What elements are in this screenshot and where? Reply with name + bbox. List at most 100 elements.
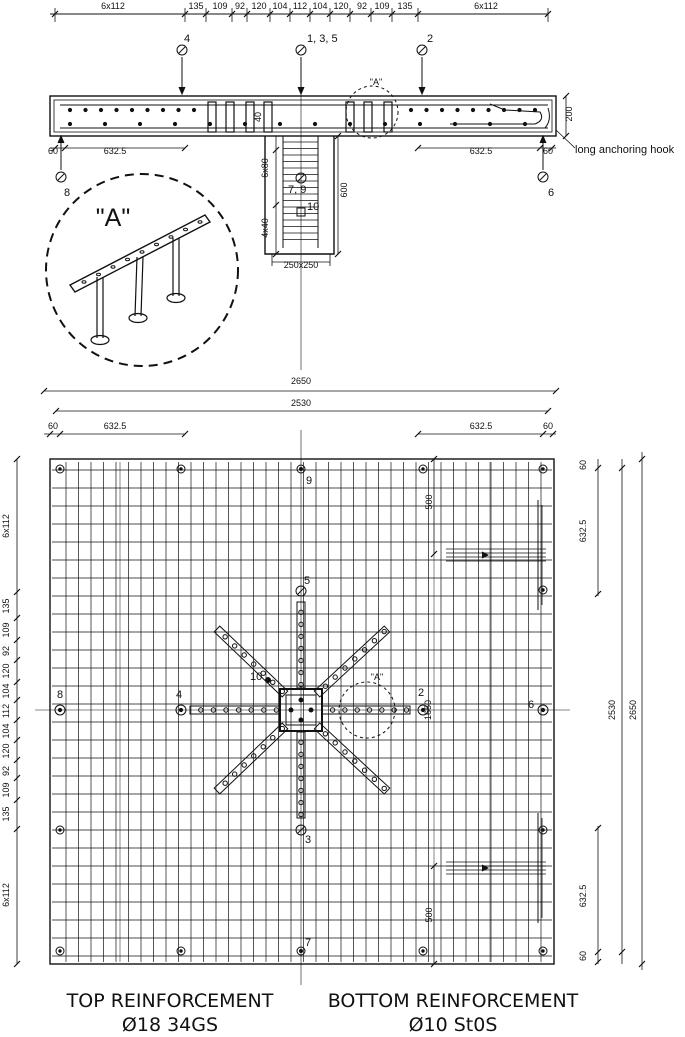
section-dim-label: 6x112 <box>474 1 498 11</box>
plan-marker-7: 7 <box>305 937 311 949</box>
plan-marker-2: 2 <box>418 687 424 699</box>
section-dim-label: 112 <box>293 1 307 11</box>
dimension-tick <box>13 696 21 704</box>
anchor-center <box>58 949 62 953</box>
plan-marker-4: 4 <box>176 689 182 701</box>
rail-stud <box>342 665 348 671</box>
stirrup <box>363 101 373 133</box>
headed-stud <box>96 277 104 338</box>
right-span-offset: 632.5 <box>470 146 493 156</box>
dimension-tick <box>562 92 570 100</box>
rail-stud <box>223 707 229 713</box>
bar-dot <box>129 107 135 113</box>
plan-right-edge-top: 60 <box>578 460 588 470</box>
rail-stud <box>298 645 304 652</box>
plan-left-dim: 120 <box>1 663 11 678</box>
bar-dot <box>207 121 213 127</box>
section-side-dimension-labels: 60 632.5 632.5 60 200 40 6x80 4x40 600 2… <box>48 106 574 270</box>
anchor-circle <box>537 704 549 716</box>
section-top-dimension-labels: 6x112 135 109 92 120 104 112 104 120 92 … <box>101 1 498 11</box>
anchor-center <box>179 949 183 953</box>
slab-thickness: 200 <box>564 106 574 121</box>
dimension-tick <box>272 146 280 154</box>
column-outline <box>264 136 335 255</box>
stud-rail <box>213 625 289 698</box>
hook-label: long anchoring hook <box>575 144 675 156</box>
rail-stud <box>273 707 280 713</box>
dimension-tick <box>334 132 342 140</box>
anchor-center <box>57 707 63 713</box>
dimension-tick <box>549 430 557 438</box>
bar-dot <box>102 121 108 127</box>
dimension-tick <box>618 464 626 472</box>
dimension-tick <box>414 430 422 438</box>
anchor-circle <box>418 946 428 956</box>
anchor-circle <box>538 585 548 595</box>
anchor-circle <box>538 464 548 474</box>
dimension-tick <box>430 960 438 968</box>
plan-marker-9: 9 <box>306 475 312 487</box>
column-bolt <box>298 717 304 723</box>
section-cut-arrowhead <box>418 86 426 96</box>
rail-stud <box>329 707 336 713</box>
plan-slab-outline <box>49 458 555 965</box>
anchor-circle <box>54 704 66 716</box>
rail-stud <box>241 652 247 658</box>
dimension-tick <box>334 250 342 258</box>
column-base-inner <box>285 694 317 726</box>
bar-dot <box>114 107 119 113</box>
marker-label-2: 2 <box>427 33 433 45</box>
stud-rail <box>189 705 281 715</box>
bar-dot <box>470 107 476 113</box>
stirrup-height: 40 <box>253 112 263 122</box>
bar-marker-circle <box>176 44 188 56</box>
section-cut-arrowhead <box>539 134 547 144</box>
column-size: 250x250 <box>284 260 319 270</box>
dimension-tick <box>181 10 189 18</box>
plate-hole <box>139 250 145 254</box>
dimension-tick <box>552 387 560 395</box>
section-dim-label: 92 <box>357 1 367 11</box>
bar-dot <box>137 121 143 127</box>
plan-left-dim: 109 <box>1 622 11 637</box>
plan-left-dim: 92 <box>1 646 11 656</box>
column-marker <box>265 677 271 683</box>
plan-left-dim: 92 <box>1 766 11 776</box>
anchor-circle <box>538 825 548 835</box>
anchor-center <box>299 467 303 471</box>
dimension-tick <box>56 430 64 438</box>
anchor-circle <box>296 946 306 956</box>
plate-hole <box>154 242 159 247</box>
plan-detail-a-circle <box>338 681 396 739</box>
marker-label-6: 6 <box>548 187 554 199</box>
left-edge-offset: 60 <box>48 146 58 156</box>
column-bolt <box>308 707 314 713</box>
rail-stud <box>248 707 254 713</box>
rail-stud <box>298 763 304 770</box>
plate-hole <box>168 235 174 239</box>
section-dim-label: 120 <box>251 1 266 11</box>
rail-stud <box>379 707 385 713</box>
dimension-tick <box>544 407 552 415</box>
dimension-tick <box>430 455 438 463</box>
dimension-tick <box>181 144 189 152</box>
plate-hole <box>81 280 87 284</box>
rail-stud <box>354 707 360 713</box>
dimension-tick <box>594 958 602 966</box>
bar-dot <box>191 107 197 113</box>
section-detail-ref: "A" <box>370 77 382 87</box>
rail-stud <box>222 634 228 640</box>
bar-marker-circle <box>295 824 307 836</box>
rail-stud <box>270 735 276 741</box>
section-dim-label: 120 <box>333 1 348 11</box>
bar-dot <box>455 107 460 113</box>
stud-head <box>128 312 148 324</box>
anchor-circle <box>538 946 548 956</box>
rail-stud <box>298 669 304 676</box>
section-dim-label: 135 <box>188 1 203 11</box>
anchor-center <box>421 949 425 953</box>
rail-stud <box>270 679 276 685</box>
dimension-tick <box>638 960 646 968</box>
dimension-tick <box>13 614 21 622</box>
